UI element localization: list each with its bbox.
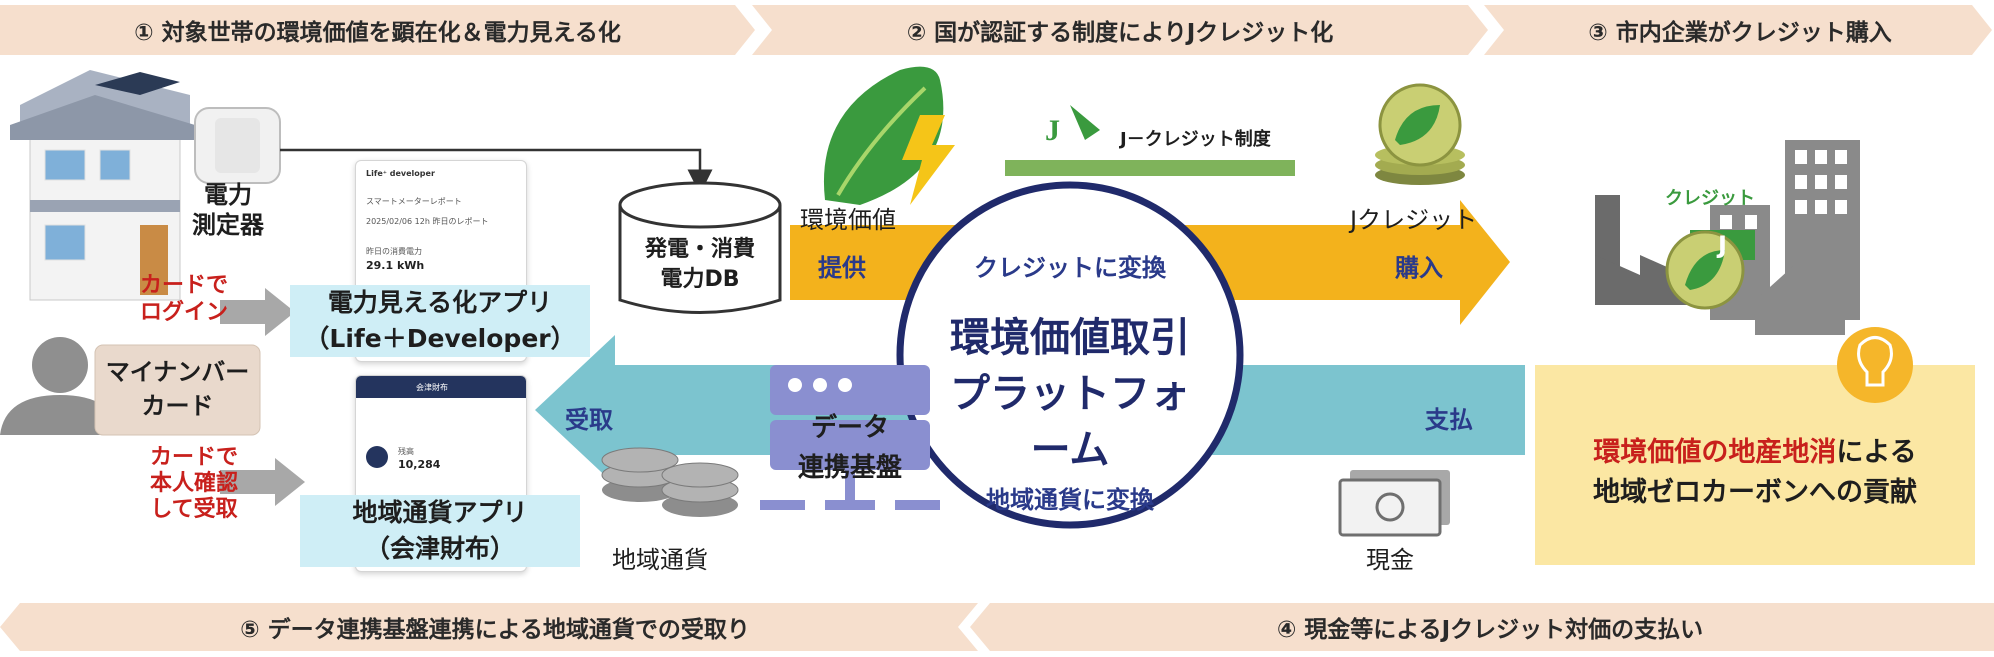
card-identity-label: カードで 本人確認 して受取 xyxy=(150,445,239,522)
leaf-icon xyxy=(823,66,944,206)
banner-step-2: ② 国が認証する制度によりJクレジット化 xyxy=(906,20,1334,46)
currency-app-row1: 残高 xyxy=(398,447,414,456)
banner-step-4: ④ 現金等によるJクレジット対価の支払い xyxy=(1276,617,1704,643)
data-flow-line xyxy=(280,148,713,195)
convert-currency-label: 地域通貨に変換 xyxy=(986,486,1154,514)
person-icon xyxy=(0,337,120,435)
bottom-banner-arrows xyxy=(0,603,1994,651)
power-app-row1: スマートメーターレポート xyxy=(366,197,462,206)
jcredit-scheme-label: J－クレジット制度 xyxy=(1120,129,1271,150)
my-number-card-icon xyxy=(94,344,261,436)
purchase-label: 購入 xyxy=(1395,254,1443,282)
contribution-line1: 環境価値の地産地消による xyxy=(1535,430,1975,469)
login-arrow xyxy=(220,288,295,336)
provide-label: 提供 xyxy=(818,254,866,282)
platform-label: 環境価値取引 プラットフォーム xyxy=(950,315,1190,473)
top-banner-arrows xyxy=(0,5,1992,55)
power-app-metric-value: 29.1 kWh xyxy=(366,259,425,272)
banner-step-3: ③ 市内企業がクレジット購入 xyxy=(1588,20,1892,46)
identity-arrow xyxy=(220,458,305,506)
cash-icon xyxy=(1338,470,1450,537)
jcredit-coin-icon xyxy=(1375,83,1465,185)
currency-app-balance: 10,284 xyxy=(398,458,441,471)
lightning-icon xyxy=(902,115,955,205)
meter-device-icon xyxy=(194,107,281,184)
card-login-label: カードで ログイン xyxy=(140,273,229,325)
receive-label: 受取 xyxy=(565,406,613,434)
power-app-row2: 2025/02/06 12h 昨日のレポート xyxy=(366,217,489,226)
currency-app-label: 地域通貨アプリ （会津財布） xyxy=(300,495,580,567)
buildings-icon xyxy=(1595,140,1860,335)
cash-label: 現金 xyxy=(1366,546,1414,574)
banner-step-1: ① 対象世帯の環境価値を顕在化＆電力見える化 xyxy=(134,20,621,46)
currency-app-header: 会津財布 xyxy=(416,383,448,392)
power-app-metric-label: 昨日の消費電力 xyxy=(366,247,422,256)
contribution-highlight: 環境価値の地産地消 xyxy=(1593,437,1837,468)
meter-label: 電力 測定器 xyxy=(192,181,264,239)
j-badge-label: J xyxy=(1718,231,1727,259)
power-app-label: 電力見える化アプリ （Life＋Developer） xyxy=(290,285,590,357)
svg-text:J: J xyxy=(1045,114,1060,147)
contribution-box xyxy=(1535,365,1975,565)
jcredit-label: Jクレジット xyxy=(1350,206,1478,234)
power-app-header: Life⁺ developer xyxy=(366,169,435,178)
platform-ring xyxy=(896,181,1244,529)
convert-credit-label: クレジットに変換 xyxy=(974,254,1166,282)
env-value-label: 環境価値 xyxy=(800,206,896,234)
credit-badge-label: クレジット xyxy=(1665,188,1755,209)
db-label: 発電・消費 電力DB xyxy=(644,237,755,292)
contribution-rest: による xyxy=(1836,437,1917,468)
server-icon xyxy=(760,365,940,510)
payment-label: 支払 xyxy=(1425,406,1473,434)
local-currency-label: 地域通貨 xyxy=(612,546,708,574)
jcredit-scheme-logo: J xyxy=(1005,98,1295,176)
contribution-line2: 地域ゼロカーボンへの貢献 xyxy=(1593,477,1917,508)
house-icon xyxy=(10,70,195,301)
lightbulb-icon xyxy=(1837,327,1913,403)
banner-step-5: ⑤ データ連携基盤連携による地域通貨での受取り xyxy=(240,617,750,643)
database-icon xyxy=(618,181,782,314)
coin-stack-icon xyxy=(601,447,739,517)
data-platform-label: データ 連携基盤 xyxy=(797,413,902,483)
my-number-card-label: マイナンバー カード xyxy=(105,358,250,420)
